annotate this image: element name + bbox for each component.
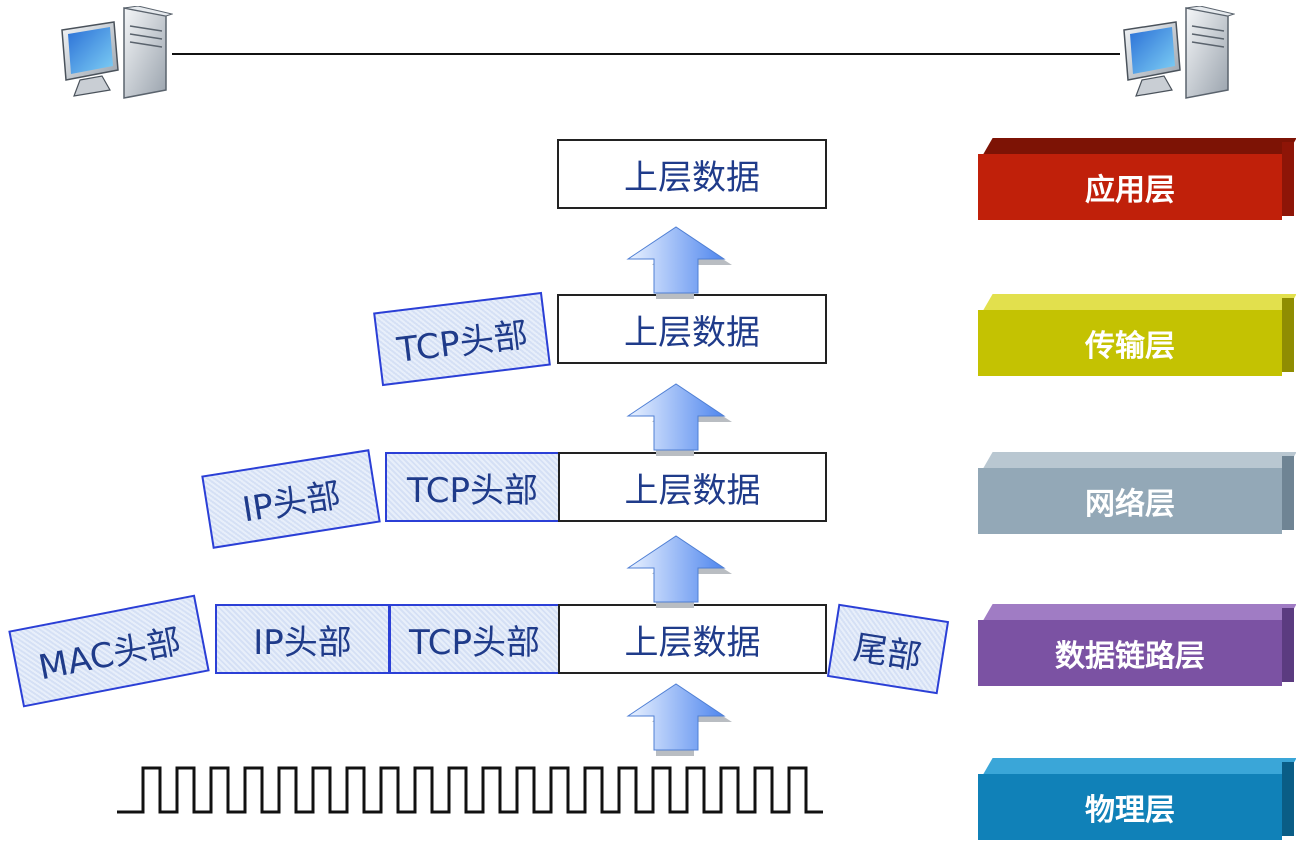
tcp-header-label: TCP头部 xyxy=(394,314,530,371)
datalink-data-label: 上层数据 xyxy=(624,622,761,663)
up-arrow-icon xyxy=(626,683,732,756)
layer-transport-label: 传输层 xyxy=(978,310,1282,376)
ip-header-box-network: IP头部 xyxy=(201,449,381,549)
trailer-label: 尾部 xyxy=(850,627,925,678)
ip-header-label: IP头部 xyxy=(253,622,352,663)
layer-datalink-label: 数据链路层 xyxy=(978,620,1282,686)
layer-transport: 传输层 xyxy=(978,294,1296,376)
app-data-box: 上层数据 xyxy=(557,139,827,209)
transport-data-box: 上层数据 xyxy=(557,294,827,364)
layer-physical: 物理层 xyxy=(978,758,1296,840)
app-data-label: 上层数据 xyxy=(624,157,760,198)
transport-data-label: 上层数据 xyxy=(624,312,760,353)
computer-icon-left xyxy=(61,6,173,99)
layer-datalink: 数据链路层 xyxy=(978,604,1296,686)
mac-header-label: MAC头部 xyxy=(35,621,185,688)
up-arrow-icon xyxy=(626,383,732,456)
tcp-header-box-transport: TCP头部 xyxy=(373,291,551,387)
layer-application-label: 应用层 xyxy=(978,154,1282,220)
layer-network: 网络层 xyxy=(978,452,1296,534)
tcp-header-label: TCP头部 xyxy=(408,622,541,663)
up-arrow-icon xyxy=(626,226,732,299)
tcp-header-box-datalink: TCP头部 xyxy=(389,604,560,674)
ip-header-box-datalink: IP头部 xyxy=(215,604,390,674)
network-link-line xyxy=(172,53,1120,55)
mac-header-box: MAC头部 xyxy=(8,594,210,708)
tcp-header-label: TCP头部 xyxy=(406,470,539,511)
trailer-box: 尾部 xyxy=(826,603,950,695)
tcp-header-box-network: TCP头部 xyxy=(385,452,560,522)
layer-application: 应用层 xyxy=(978,138,1296,220)
square-wave-signal xyxy=(117,766,823,814)
network-data-box: 上层数据 xyxy=(558,452,827,522)
computer-icon-right xyxy=(1123,6,1235,99)
layer-physical-label: 物理层 xyxy=(978,774,1282,840)
layer-network-label: 网络层 xyxy=(978,468,1282,534)
ip-header-label: IP头部 xyxy=(239,474,344,530)
up-arrow-icon xyxy=(626,535,732,608)
network-data-label: 上层数据 xyxy=(624,470,761,511)
datalink-data-box: 上层数据 xyxy=(558,604,827,674)
